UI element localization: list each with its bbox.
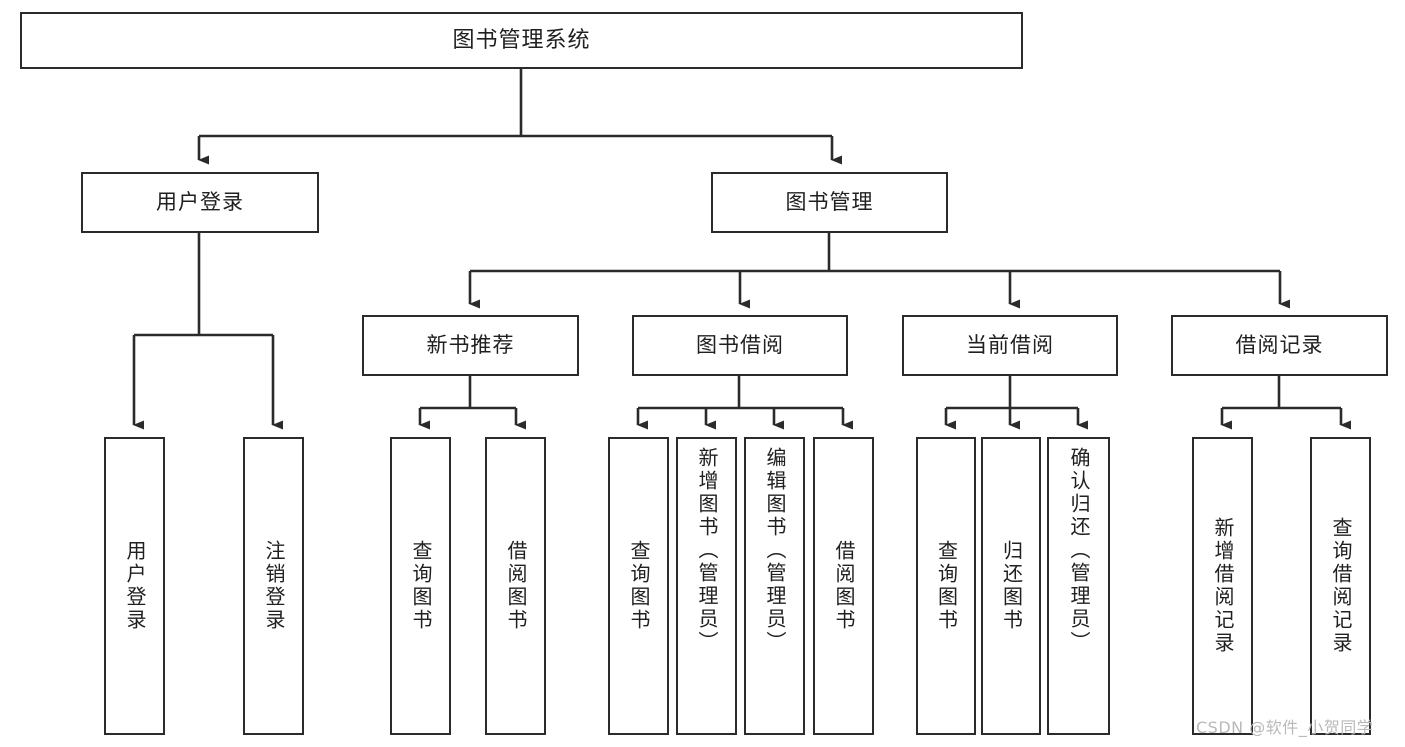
leaf-edit-book-admin[interactable]: 编辑图书（管理员） <box>744 437 805 735</box>
leaf-query-book-recommend[interactable]: 查询图书 <box>390 437 451 735</box>
node-label: 图书管理 <box>785 190 874 215</box>
node-label: 归还图书 <box>999 540 1024 632</box>
node-label: 查询借阅记录 <box>1329 517 1353 655</box>
node-label: 新增借阅记录 <box>1211 517 1235 655</box>
leaf-confirm-return-admin[interactable]: 确认归还（管理员） <box>1047 437 1110 735</box>
leaf-query-book-borrow[interactable]: 查询图书 <box>608 437 669 735</box>
leaf-logout-login[interactable]: 注销登录 <box>243 437 304 735</box>
watermark-text: CSDN @软件_小贺同学 <box>1196 718 1374 737</box>
node-label: 编辑图书（管理员） <box>763 447 787 654</box>
leaf-return-book[interactable]: 归还图书 <box>981 437 1041 735</box>
leaf-user-login[interactable]: 用户登录 <box>104 437 165 735</box>
node-label: 图书借阅 <box>696 333 784 358</box>
leaf-query-book-current[interactable]: 查询图书 <box>916 437 976 735</box>
node-book-borrow[interactable]: 图书借阅 <box>632 315 848 376</box>
node-current-borrow[interactable]: 当前借阅 <box>902 315 1118 376</box>
node-label: 查询图书 <box>627 540 651 632</box>
leaf-add-book-admin[interactable]: 新增图书（管理员） <box>676 437 737 735</box>
node-label: 新增图书（管理员） <box>695 447 719 654</box>
node-label: 查询图书 <box>409 540 433 632</box>
node-new-book-recommend[interactable]: 新书推荐 <box>362 315 579 376</box>
leaf-add-borrow-record[interactable]: 新增借阅记录 <box>1192 437 1253 735</box>
node-label: 当前借阅 <box>966 333 1054 358</box>
node-label: 用户登录 <box>123 540 147 632</box>
node-user-login[interactable]: 用户登录 <box>81 172 319 233</box>
node-label: 注销登录 <box>262 540 286 632</box>
node-label: 图书管理系统 <box>452 27 591 53</box>
node-borrow-record[interactable]: 借阅记录 <box>1171 315 1388 376</box>
node-label: 借阅图书 <box>504 540 528 632</box>
node-label: 确认归还（管理员） <box>1067 447 1091 654</box>
node-label: 查询图书 <box>934 540 959 632</box>
node-book-management-system[interactable]: 图书管理系统 <box>20 12 1023 69</box>
leaf-borrow-book[interactable]: 借阅图书 <box>813 437 874 735</box>
node-label: 用户登录 <box>156 190 244 215</box>
node-label: 借阅记录 <box>1235 333 1324 358</box>
leaf-query-borrow-record[interactable]: 查询借阅记录 <box>1310 437 1371 735</box>
leaf-borrow-book-recommend[interactable]: 借阅图书 <box>485 437 546 735</box>
node-book-management[interactable]: 图书管理 <box>711 172 948 233</box>
node-label: 新书推荐 <box>426 333 515 358</box>
node-label: 借阅图书 <box>832 540 856 632</box>
